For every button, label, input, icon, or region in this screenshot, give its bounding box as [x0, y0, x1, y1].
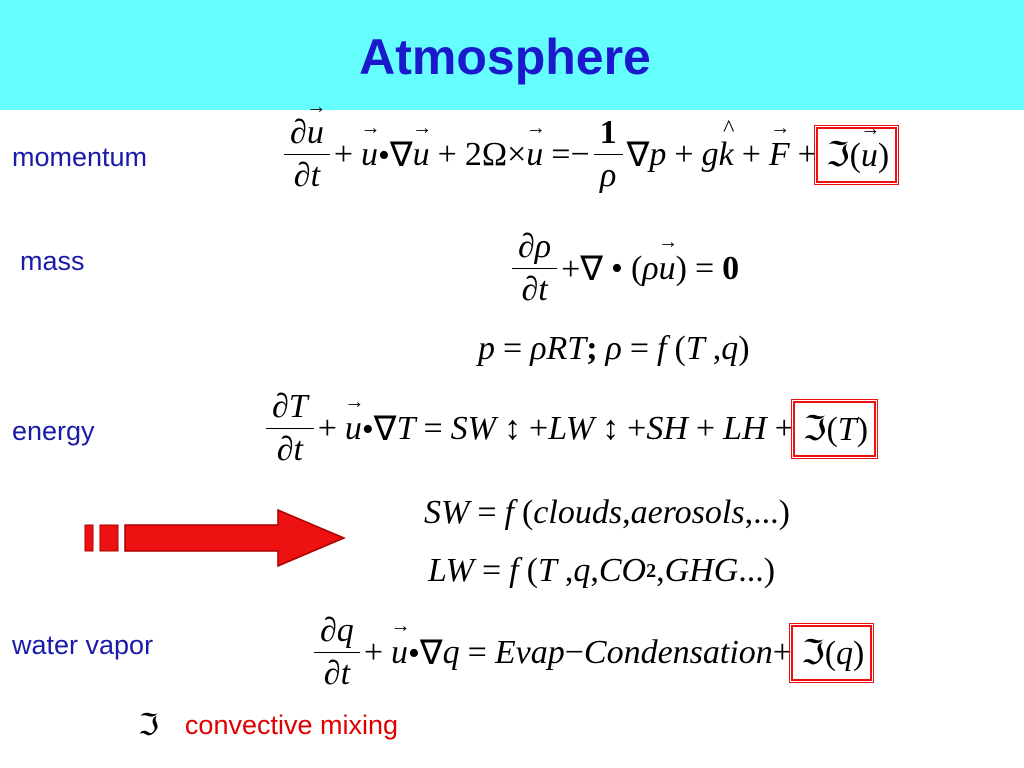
mass-equation: ∂ρ∂t +∇•(ρu)=0 — [508, 230, 739, 307]
right-arrow-icon — [84, 508, 346, 568]
label-mass: mass — [20, 246, 85, 276]
title-banner — [0, 0, 1024, 110]
energy-equation: ∂T∂t +u•∇T=SW↕+LW↕+SH+LH+ ℑ(T) — [262, 390, 879, 467]
label-energy: energy — [12, 416, 95, 446]
convective-term-momentum: ℑ(u) — [813, 124, 900, 185]
label-momentum: momentum — [12, 142, 148, 172]
footnote: ℑ convective mixing — [138, 708, 398, 743]
convective-mixing-symbol: ℑ — [138, 708, 159, 743]
convective-term-energy: ℑ(T) — [790, 398, 879, 459]
state-equation: p=ρRT;ρ=f(T,q) — [478, 330, 750, 367]
water-vapor-equation: ∂q∂t +u•∇q=Evap−Condensation+ ℑ(q) — [310, 614, 875, 691]
momentum-equation: ∂u∂t + u•∇u + 2Ω×u =− 1ρ ∇p+gk +F + ℑ(u) — [280, 116, 900, 193]
label-water-vapor: water vapor — [12, 630, 154, 660]
convective-term-water-vapor: ℑ(q) — [788, 622, 875, 683]
shortwave-equation: SW=f(clouds,aerosols,...) — [424, 494, 790, 531]
slide-title: Atmosphere — [359, 29, 651, 85]
footnote-text: convective mixing — [184, 710, 399, 740]
